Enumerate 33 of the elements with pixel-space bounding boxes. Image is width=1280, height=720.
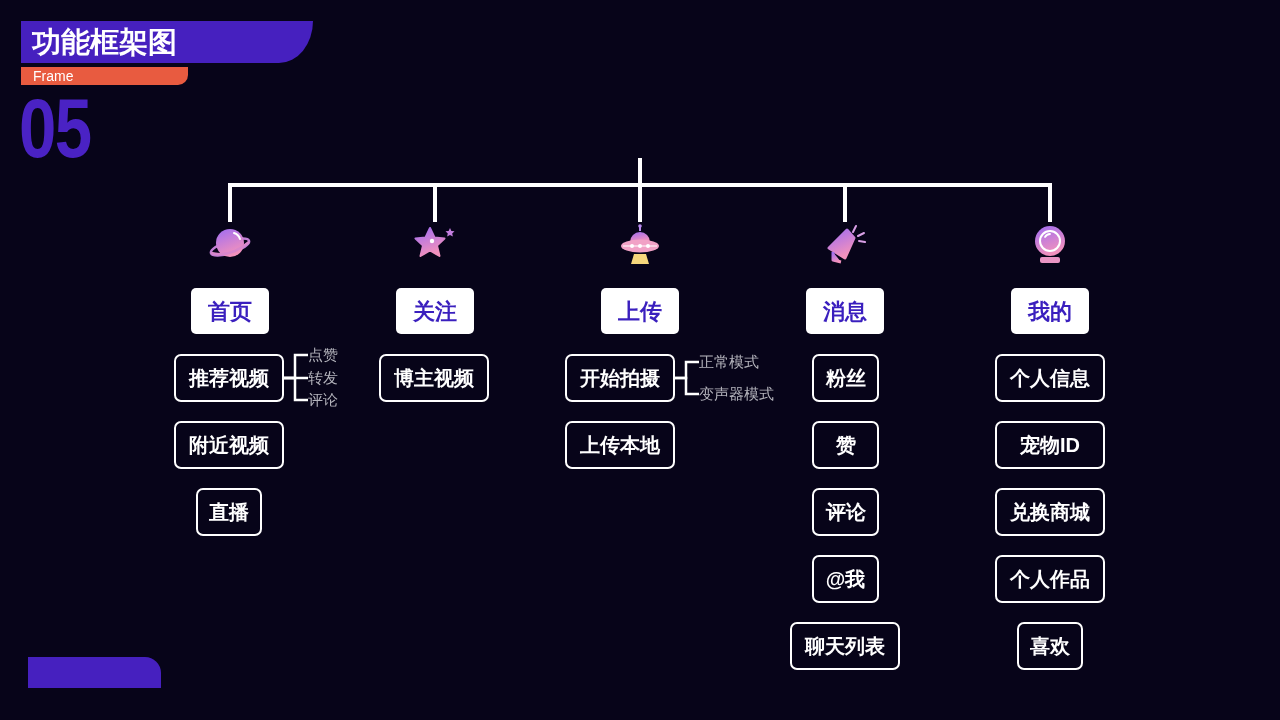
feature-item: 粉丝 <box>812 354 879 402</box>
feature-item: 聊天列表 <box>790 622 900 670</box>
feature-item: 开始拍摄 <box>565 354 675 402</box>
category-label: 首页 <box>191 288 269 334</box>
feature-item: 个人信息 <box>995 354 1105 402</box>
category-label: 上传 <box>601 288 679 334</box>
bracket-line <box>675 376 699 396</box>
feature-item: 博主视频 <box>379 354 489 402</box>
feature-item: 上传本地 <box>565 421 675 469</box>
sub-feature-text: 正常模式 <box>699 351 759 373</box>
category-label: 消息 <box>806 288 884 334</box>
ufo-icon <box>618 222 662 266</box>
feature-item: 直播 <box>196 488 262 536</box>
feature-item: 赞 <box>812 421 879 469</box>
connector-line <box>638 158 1052 222</box>
sub-feature-text: 转发 <box>308 367 338 389</box>
sub-feature-text: 变声器模式 <box>699 383 774 405</box>
sub-feature-text: 点赞 <box>308 344 338 366</box>
feature-item: 推荐视频 <box>174 354 284 402</box>
feature-item: 宠物ID <box>995 421 1105 469</box>
section-tag: Frame <box>21 67 188 85</box>
section-number: 05 <box>19 86 91 170</box>
feature-item: 喜欢 <box>1017 622 1083 670</box>
category-label: 我的 <box>1011 288 1089 334</box>
bracket-line <box>284 376 308 402</box>
sub-feature-text: 评论 <box>308 389 338 411</box>
title-banner: 功能框架图 <box>21 21 313 63</box>
feature-item: @我 <box>812 555 879 603</box>
feature-item: 附近视频 <box>174 421 284 469</box>
feature-item: 个人作品 <box>995 555 1105 603</box>
feature-item: 兑换商城 <box>995 488 1105 536</box>
category-label: 关注 <box>396 288 474 334</box>
feature-item: 评论 <box>812 488 879 536</box>
